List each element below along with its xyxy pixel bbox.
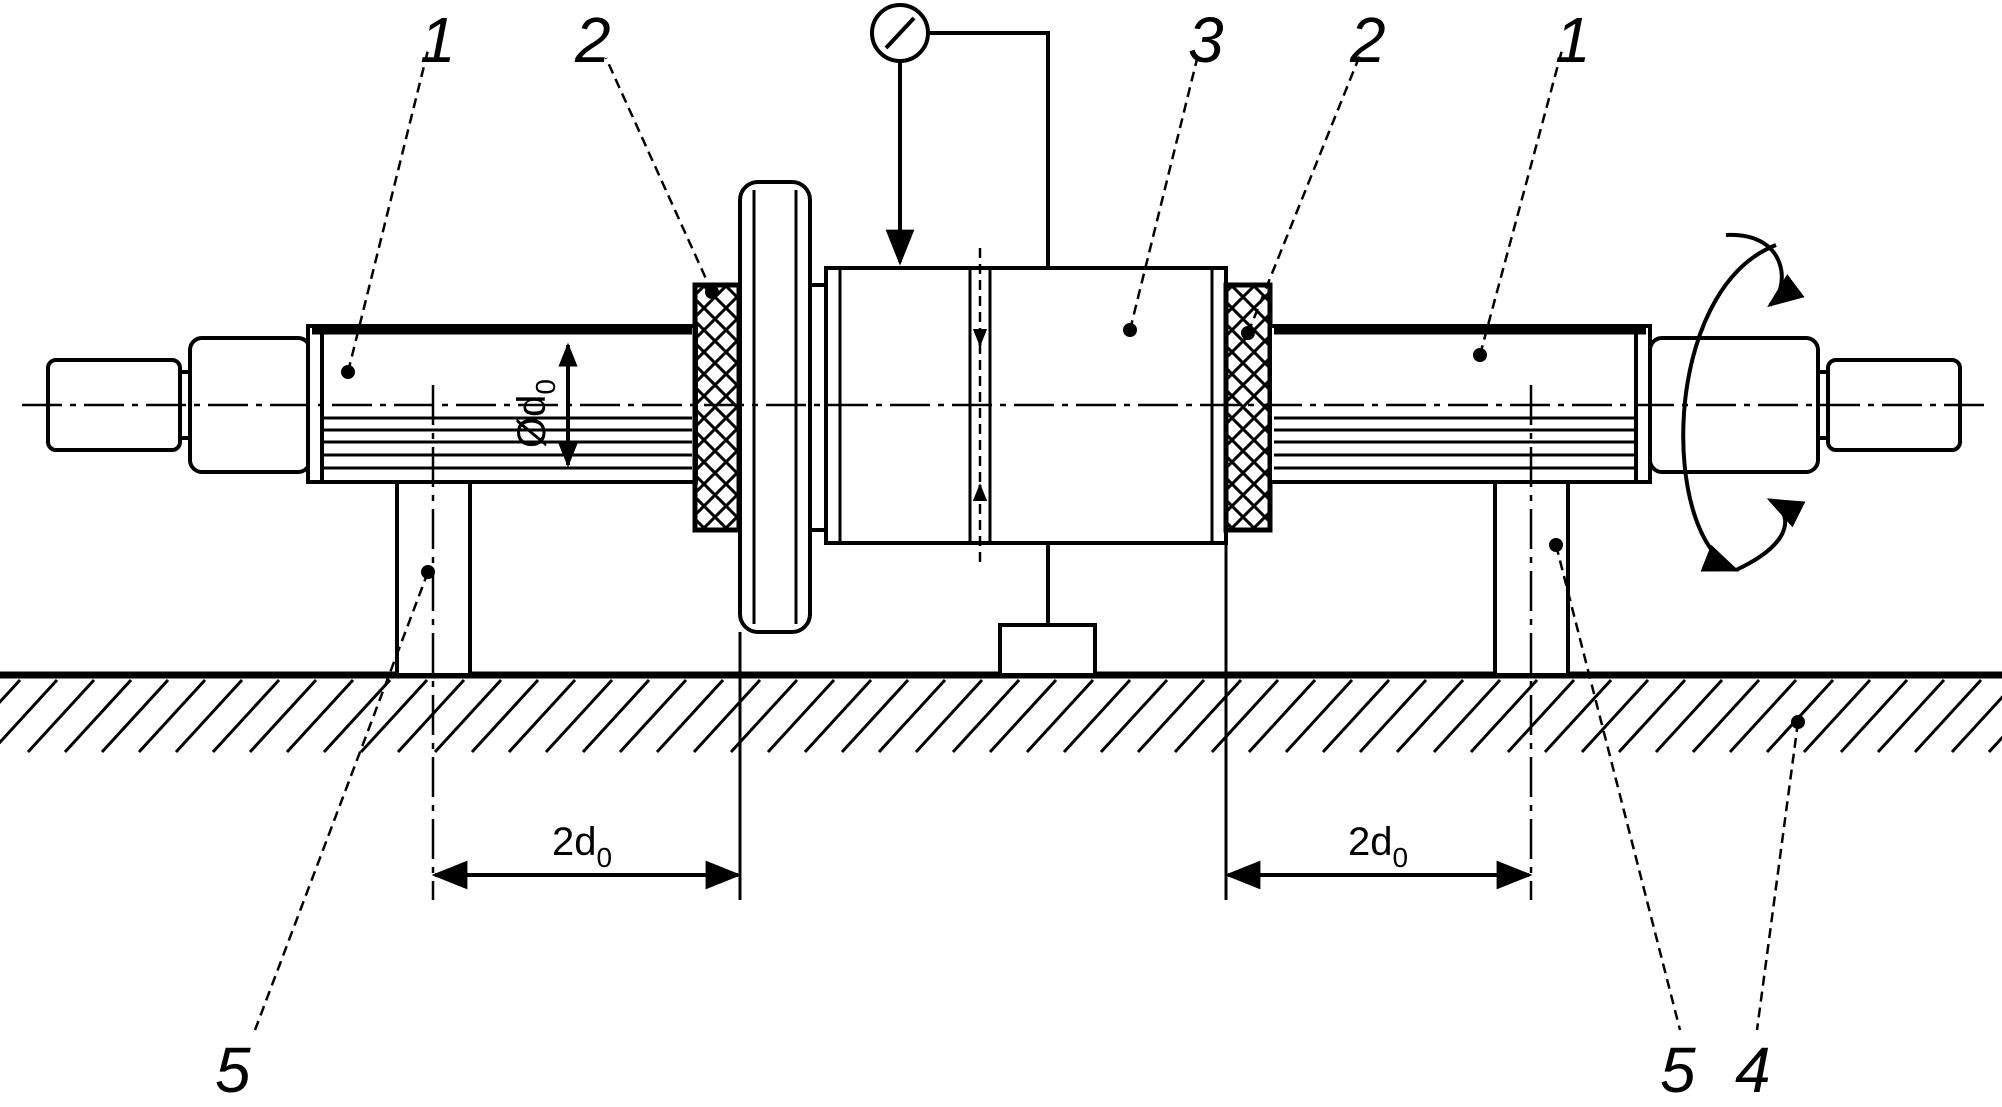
hatch-line: [1506, 678, 1576, 754]
base-plate: [0, 671, 2002, 754]
hatch-line: [1395, 678, 1465, 754]
hatch-line: [248, 678, 318, 754]
hatch-line: [1617, 678, 1687, 754]
hatch-line: [1284, 678, 1354, 754]
hatch-line: [766, 678, 836, 754]
hatch-line: [63, 678, 133, 754]
hatch-line: [1839, 678, 1909, 754]
label-support-left: 5: [215, 1034, 251, 1102]
hatch-line: [618, 678, 688, 754]
diameter-label: Ød0: [510, 379, 561, 448]
label-transducer: 3: [1188, 4, 1224, 76]
hatch-line: [396, 678, 466, 754]
hatch-line: [1802, 678, 1872, 754]
hatch-line: [100, 678, 170, 754]
hatch-line: [359, 678, 429, 754]
hatch-line: [433, 678, 503, 754]
hatch-line: [470, 678, 540, 754]
hatch-line: [1728, 678, 1798, 754]
hatch-line: [914, 678, 984, 754]
hatch-line: [803, 678, 873, 754]
hatch-line: [1321, 678, 1391, 754]
hatch-line: [1136, 678, 1206, 754]
hatch-line: [1469, 678, 1539, 754]
hatch-line: [322, 678, 392, 754]
hatch-line: [174, 678, 244, 754]
hatch-line: [0, 678, 59, 745]
span-dimension-left: 2d0: [431, 820, 742, 890]
rotation-arrow-icon: [1681, 232, 1806, 572]
hatch-line: [507, 678, 577, 754]
label-coupling-right: 2: [1349, 4, 1386, 76]
hatch-line: [729, 678, 799, 754]
hatch-line: [951, 678, 1021, 754]
diameter-dimension: Ød0: [510, 342, 578, 468]
span-label-right: 2d0: [1348, 820, 1408, 873]
hatch-line: [1913, 678, 1983, 754]
hatch-line: [1173, 678, 1243, 754]
hatch-line: [211, 678, 281, 754]
hatch-line: [1247, 678, 1317, 754]
coupling-left: [692, 282, 742, 533]
span-dimension-right: 2d0: [1224, 820, 1533, 890]
hatch-line: [1025, 678, 1095, 754]
hatch-line: [1062, 678, 1132, 754]
hatch-line: [988, 678, 1058, 754]
hatch-line: [1691, 678, 1761, 754]
dial-gauge-icon: [870, 3, 1050, 268]
hatch-line: [692, 678, 762, 754]
label-coupling-left: 2: [574, 4, 611, 76]
hatch-line: [840, 678, 910, 754]
flange: [738, 180, 812, 634]
base-hatching: [0, 678, 2002, 754]
hatch-line: [285, 678, 355, 754]
hatch-line: [544, 678, 614, 754]
leader-lines: [253, 49, 1805, 1031]
hatch-line: [1358, 678, 1428, 754]
hatch-line: [655, 678, 725, 754]
coupling-right: [1223, 282, 1273, 533]
label-base: 4: [1735, 1034, 1771, 1102]
hatch-line: [877, 678, 947, 754]
hatch-line: [1543, 678, 1613, 754]
hatch-line: [1950, 695, 2002, 754]
hatch-line: [1432, 678, 1502, 754]
label-shaft-left: 1: [420, 4, 456, 76]
hatch-line: [26, 678, 96, 754]
hatch-line: [1580, 678, 1650, 754]
hatch-line: [1099, 678, 1169, 754]
hatch-line: [1654, 678, 1724, 754]
hatch-line: [1987, 735, 2002, 754]
hatch-line: [0, 678, 22, 705]
hatch-line: [1210, 678, 1280, 754]
hatch-line: [137, 678, 207, 754]
label-shaft-right: 1: [1555, 4, 1591, 76]
hatch-line: [1876, 678, 1946, 754]
transducer-mount: [998, 543, 1097, 677]
hatch-line: [581, 678, 651, 754]
label-support-right: 5: [1660, 1034, 1696, 1102]
span-label-left: 2d0: [552, 820, 612, 873]
